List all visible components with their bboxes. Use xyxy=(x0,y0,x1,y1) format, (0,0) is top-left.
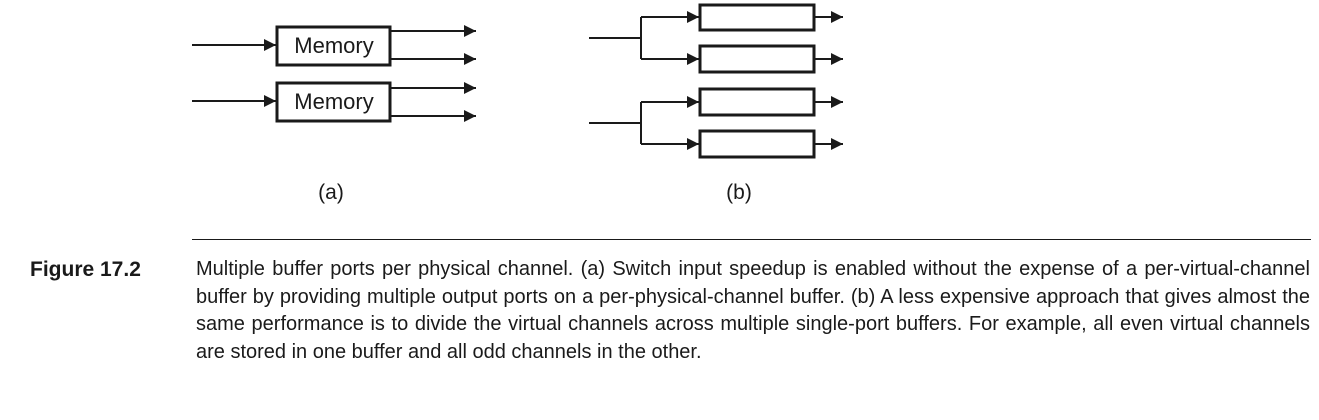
memory-box-label: Memory xyxy=(294,33,373,58)
caption-rule xyxy=(192,239,1311,240)
figure-caption: Multiple buffer ports per physical chann… xyxy=(196,258,1310,363)
panel-a xyxy=(192,25,476,123)
buffer-box xyxy=(698,44,816,74)
memory-box xyxy=(275,81,392,123)
buffer-box xyxy=(698,87,816,117)
buffer-box xyxy=(698,3,816,32)
panel-b-label: (b) xyxy=(726,181,752,204)
memory-box xyxy=(275,25,392,67)
panel-a-label: (a) xyxy=(318,181,344,204)
memory-box-label: Memory xyxy=(294,89,373,114)
panel-b xyxy=(589,3,843,159)
buffer-ports-diagram: Memory Memory (a) (b) xyxy=(192,3,843,204)
buffer-box xyxy=(698,129,816,159)
figure-label: Figure 17.2 xyxy=(30,258,141,281)
